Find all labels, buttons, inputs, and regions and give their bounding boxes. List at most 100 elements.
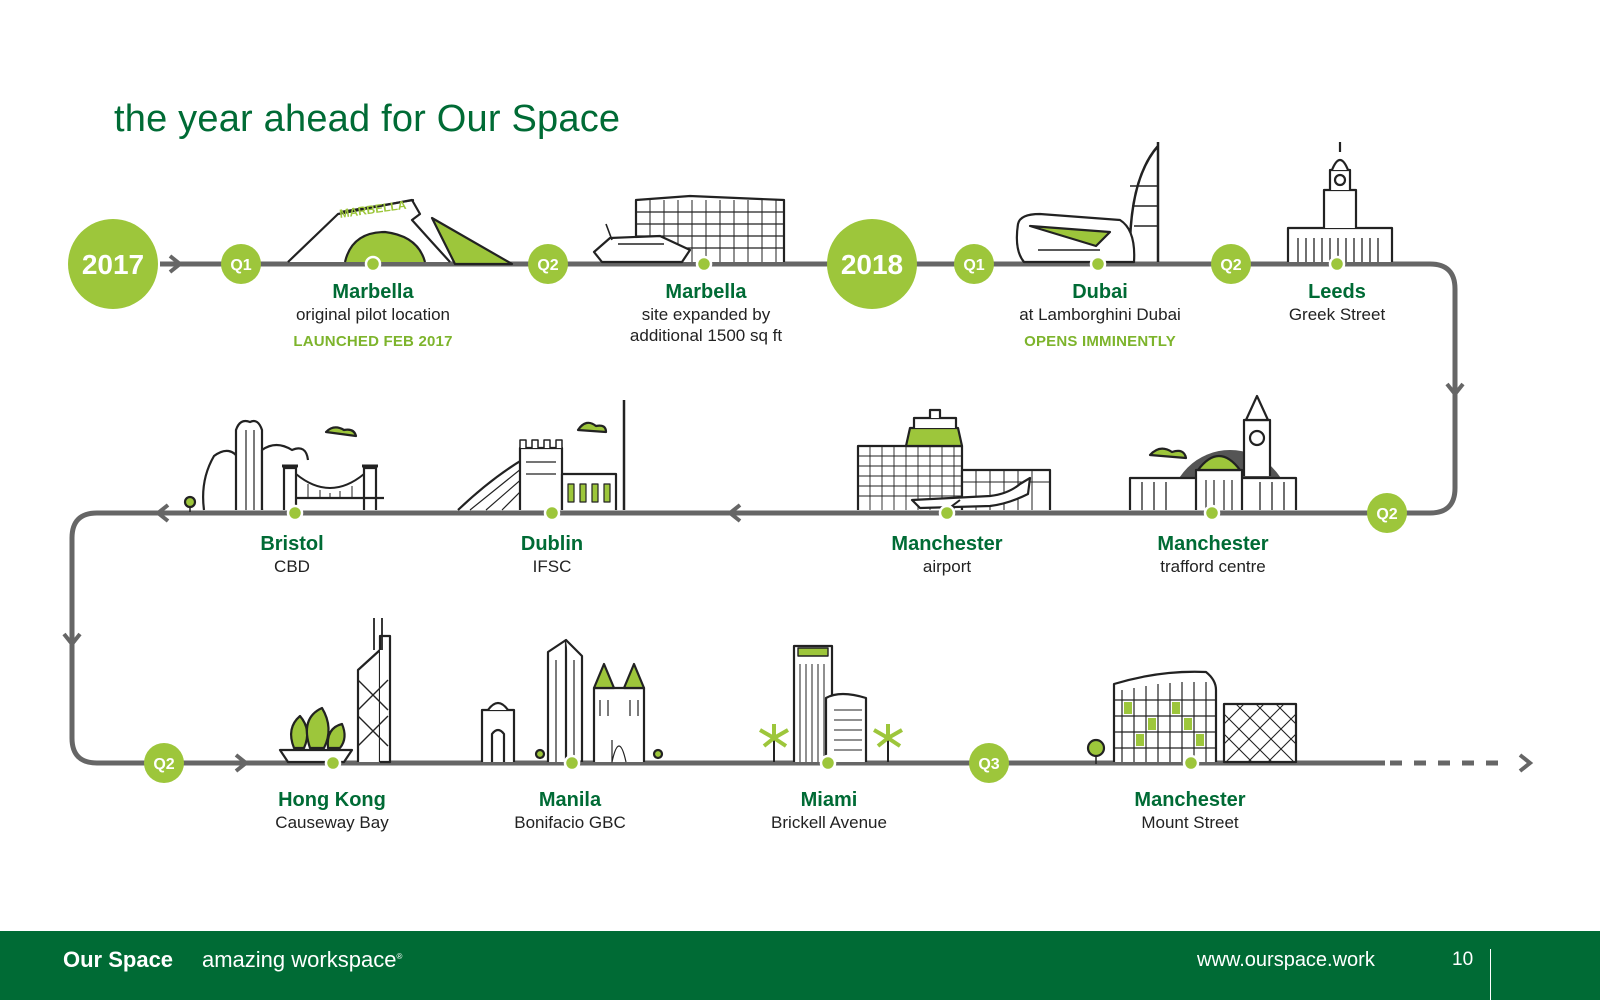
location-desc: Greek Street [1288,305,1386,324]
location-name: Manila [538,789,602,811]
location-label: Marbella site expanded by additional 150… [630,280,782,346]
location-dot [938,504,956,522]
location-name: Dublin [520,533,584,555]
quarter-label: Q2 [1376,506,1397,523]
quarter-badge: Q1 [221,244,261,284]
location-desc: Causeway Bay [275,813,389,832]
page-divider [1490,949,1491,1000]
quarter-badge: Q2 [528,244,568,284]
suspension-bridge-icon [183,419,384,512]
location-label: Bristol CBD [260,532,323,577]
location-dot [563,754,581,772]
direction-arrows [62,254,1465,773]
timeline-track [69,261,1458,766]
timeline-end-arrow [1518,753,1534,773]
quarter-label: Q3 [978,756,999,773]
quarter-badge: Q1 [954,244,994,284]
location-label: Marbella original pilot location LAUNCHE… [293,280,452,350]
location-desc: at Lamborghini Dubai [1019,305,1181,324]
location-name: Miami [800,789,858,811]
location-name: Bristol [260,533,324,555]
location-label: Manchester airport [891,532,1002,577]
location-label: Hong Kong Causeway Bay [275,788,388,833]
quarter-circle [144,743,184,783]
quarter-circle [528,244,568,284]
location-label: Dubai at Lamborghini Dubai OPENS IMMINEN… [1019,280,1181,350]
quarter-circle [954,244,994,284]
cathedral-icon [480,638,664,763]
office-building-icon [1086,670,1298,764]
location-label: Manchester trafford centre [1157,532,1268,577]
location-label: Miami Brickell Avenue [771,788,887,833]
location-name: Dubai [1072,281,1128,303]
location-desc: Bonifacio GBC [514,813,626,832]
location-name: Marbella [332,281,414,303]
location-name: Manchester [1134,789,1246,811]
page-title: the year ahead for Our Space [114,98,621,140]
status-badge: LAUNCHED FEB 2017 [293,333,453,350]
tagline: amazing workspace® [202,947,402,973]
location-desc: trafford centre [1160,557,1266,576]
marbella-arch-icon: MARBELLA [287,198,514,266]
quarter-circle [1211,244,1251,284]
quarter-label: Q1 [963,257,984,274]
airport-tower-icon [856,408,1052,513]
footer-bar: Our Space amazing workspace® www.ourspac… [0,931,1600,1000]
year-circle [68,219,158,309]
location-dot [1182,754,1200,772]
hotel-yacht-icon [592,194,786,264]
location-dot [1089,255,1107,273]
location-name: Manchester [1157,533,1269,555]
year-label: 2018 [841,249,903,280]
quarter-label: Q2 [153,756,174,773]
location-label: Dublin IFSC [521,532,583,577]
location-name: Hong Kong [278,789,386,811]
quarter-badge: Q2 [1367,493,1407,533]
skyscraper-palm-icon [759,644,903,762]
quarter-circle [221,244,261,284]
location-name: Marbella [665,281,747,303]
quarter-circle [1367,493,1407,533]
junk-boat-tower-icon [278,618,392,764]
location-dot [286,504,304,522]
registered-mark: ® [396,952,403,961]
location-dot [364,255,382,273]
year-marker: 2017 [68,219,158,309]
location-desc: Mount Street [1141,813,1239,832]
location-label: Leeds Greek Street [1289,280,1385,325]
trafford-centre-icon [1128,394,1298,510]
quarter-label: Q2 [1220,257,1241,274]
quarter-label: Q2 [537,257,558,274]
location-dot [1203,504,1221,522]
town-hall-icon [1286,142,1394,262]
year-circle [827,219,917,309]
brand-name: Our Space [63,947,174,972]
location-desc: CBD [274,557,310,576]
location-name: Manchester [891,533,1003,555]
tagline-text: amazing workspace [202,947,397,972]
location-dot [543,504,561,522]
location-dot [324,754,342,772]
page-number: 10 [1452,949,1474,970]
location-dot [1328,255,1346,273]
location-label: Manchester Mount Street [1134,788,1245,833]
location-desc: additional 1500 sq ft [629,326,783,345]
location-dot [695,255,713,273]
quarter-badge: Q2 [144,743,184,783]
burj-al-arab-icon [1015,142,1160,264]
year-marker: 2018 [827,219,917,309]
location-desc: Brickell Avenue [771,813,887,832]
quarter-label: Q1 [230,257,251,274]
quarter-badge: Q2 [1211,244,1251,284]
location-desc: site expanded by [641,305,771,324]
location-desc: IFSC [532,557,572,576]
quarter-badge: Q3 [969,743,1009,783]
website-link[interactable]: www.ourspace.work [1197,949,1375,971]
location-dot [819,754,837,772]
location-desc: original pilot location [295,305,451,324]
location-label: Manila Bonifacio GBC [514,788,626,833]
location-desc: airport [922,557,972,576]
year-label: 2017 [82,249,144,280]
quarter-circle [969,743,1009,783]
